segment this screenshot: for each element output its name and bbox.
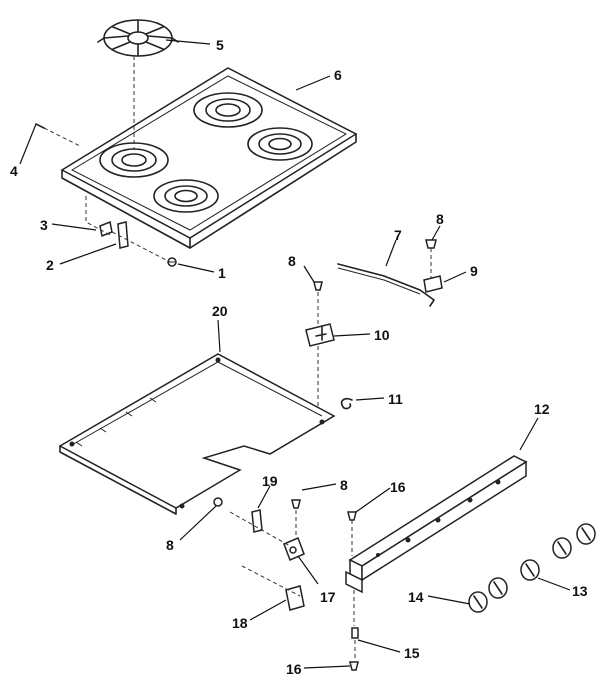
part-8-screw-center [313, 281, 323, 326]
callout-19: 19 [262, 473, 278, 489]
control-knob-1 [468, 591, 488, 613]
burner-left-front [153, 179, 219, 213]
control-panel [345, 455, 528, 594]
part-11-hook [340, 397, 353, 410]
control-knob-3 [520, 559, 540, 581]
part-2-bracket [117, 221, 129, 249]
part-9-clip [423, 275, 443, 293]
callout-14: 14 [408, 589, 424, 605]
callout-10: 10 [374, 327, 390, 343]
callout-20: 20 [212, 303, 228, 319]
callout-13: 13 [572, 583, 588, 599]
part-8-screw-upper-right [425, 239, 437, 278]
burner-right-front [247, 127, 313, 161]
callout-11: 11 [388, 391, 403, 407]
callout-12: 12 [534, 401, 550, 417]
callout-7: 7 [394, 227, 402, 243]
part-16-screw-lower [349, 661, 359, 671]
part-15-screw [351, 627, 359, 639]
callout-17: 17 [320, 589, 336, 605]
control-knob-4 [552, 537, 572, 559]
part-8-screw-lower-center [291, 499, 301, 509]
burner-right-rear [193, 92, 263, 128]
callout-15: 15 [404, 645, 420, 661]
callout-8-lower-left: 8 [166, 537, 174, 553]
part-19-bracket [251, 509, 263, 533]
callout-5: 5 [216, 37, 224, 53]
callout-9: 9 [470, 263, 478, 279]
callout-2: 2 [46, 257, 54, 273]
control-knob-2 [488, 577, 508, 599]
callout-3: 3 [40, 217, 48, 233]
part-4-pin [35, 123, 81, 147]
callout-6: 6 [334, 67, 342, 83]
callout-16-upper: 16 [390, 479, 406, 495]
part-10-bracket [305, 323, 335, 347]
callout-8-center: 8 [288, 253, 296, 269]
part-18-bracket [285, 585, 305, 611]
callout-8-upper-right: 8 [436, 211, 444, 227]
callout-4: 4 [10, 163, 18, 179]
burner-box [58, 353, 336, 515]
control-knob-5 [576, 523, 596, 545]
part-16-screw-upper [347, 511, 357, 556]
callout-16-lower: 16 [286, 661, 302, 677]
part-7-wire [337, 263, 435, 307]
part-8-screw-lower-left [213, 497, 223, 507]
callout-18: 18 [232, 615, 248, 631]
part-3-clip [99, 220, 113, 238]
part-1-screw [167, 257, 177, 267]
burner-grate [97, 19, 179, 57]
callout-1: 1 [218, 265, 226, 281]
part-17-bracket [283, 537, 305, 561]
cooktop [60, 67, 358, 249]
callout-8-lower-center: 8 [340, 477, 348, 493]
